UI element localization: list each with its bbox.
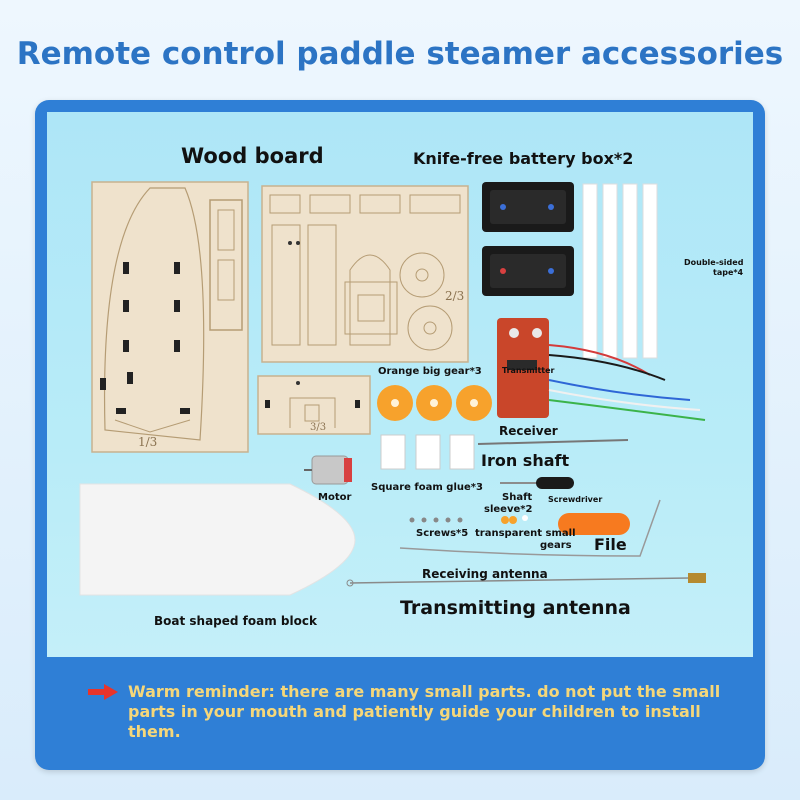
label-screws: Screws*5: [416, 528, 469, 539]
label-foam-block: Boat shaped foam block: [154, 614, 317, 628]
label-small-gears-2: gears: [540, 540, 572, 551]
wood-mark-2: 2/3: [445, 289, 464, 303]
shaft-sleeve: [501, 515, 528, 524]
wood-board-hull-sheet: 1/3: [91, 181, 249, 453]
receiving-antenna: [399, 499, 661, 557]
file-tool: [558, 513, 630, 535]
label-shaft-sleeve-2: sleeve*2: [484, 504, 533, 515]
label-wood-board: Wood board: [181, 144, 324, 168]
label-small-gears-1: transparent small: [475, 528, 576, 539]
warm-reminder-text: Warm reminder: there are many small part…: [128, 682, 721, 741]
label-double-tape-1: Double-sided: [684, 258, 744, 267]
label-transmitting-antenna: Transmitting antenna: [400, 597, 631, 619]
label-motor: Motor: [318, 492, 352, 503]
label-battery-box: Knife-free battery box*2: [413, 149, 634, 168]
wood-board-parts-sheet: 2/3: [261, 185, 469, 363]
label-transmitter: Transmitter: [502, 366, 555, 375]
iron-shaft: [477, 439, 629, 445]
label-double-tape-2: tape*4: [713, 268, 744, 277]
square-foam-glue: [380, 434, 475, 470]
motor: [304, 455, 352, 485]
screwdriver: [500, 477, 574, 489]
double-sided-tape: [582, 183, 658, 359]
wood-board-small-sheet: 3/3: [257, 375, 371, 435]
transmitter-board: [497, 318, 706, 421]
page-title: Remote control paddle steamer accessorie…: [16, 36, 784, 72]
label-square-foam: Square foam glue*3: [371, 482, 483, 493]
battery-box-1: [482, 182, 574, 232]
wood-mark-3: 3/3: [310, 422, 326, 433]
orange-gears: [377, 385, 492, 421]
wood-mark-1: 1/3: [138, 435, 157, 449]
transmitting-antenna: [346, 573, 706, 587]
label-iron-shaft: Iron shaft: [481, 451, 570, 470]
label-file: File: [594, 535, 627, 554]
label-shaft-sleeve-1: Shaft: [502, 492, 533, 503]
label-receiving-antenna: Receiving antenna: [422, 567, 548, 581]
battery-box-2: [482, 246, 574, 296]
label-receiver: Receiver: [499, 424, 558, 438]
boat-shaped-foam-block: [79, 483, 356, 596]
arrow-right-icon: [88, 684, 118, 700]
screws: [409, 517, 463, 523]
label-orange-gear: Orange big gear*3: [378, 366, 482, 377]
label-screwdriver: Screwdriver: [548, 495, 603, 504]
